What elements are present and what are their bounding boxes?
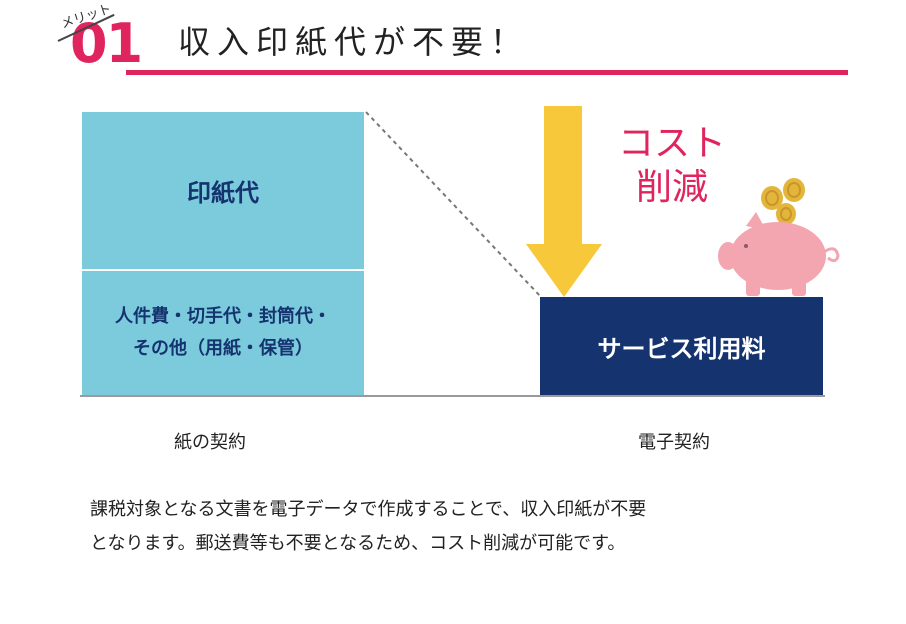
diagram-baseline xyxy=(80,395,825,397)
description-line2: となります。郵送費等も不要となるため、コスト削減が可能です。 xyxy=(90,533,626,554)
paper-block-divider xyxy=(82,269,364,271)
electronic-contract-label: 電子契約 xyxy=(638,432,710,453)
service-fee-label: サービス利用料 xyxy=(597,334,766,363)
down-arrow-icon xyxy=(526,106,602,297)
paper-other-costs-block: 人件費・切手代・封筒代・ その他（用紙・保管） xyxy=(82,271,364,395)
dotted-connector xyxy=(365,111,543,299)
merit-number: 01 xyxy=(70,12,143,75)
piggy-bank-icon xyxy=(718,178,840,296)
paper-other-costs-line2: その他（用紙・保管） xyxy=(133,338,313,359)
coin-icon xyxy=(783,178,805,202)
cost-reduction-line1: コスト xyxy=(617,123,726,164)
cost-reduction-text: コスト 削減 xyxy=(612,122,732,210)
coin-icon xyxy=(761,186,783,210)
paper-stamp-fee-label: 印紙代 xyxy=(187,179,259,207)
paper-stamp-fee-block: 印紙代 xyxy=(82,112,364,269)
coin-icon xyxy=(776,203,796,225)
paper-contract-label: 紙の契約 xyxy=(174,432,246,453)
description-text: 課税対象となる文書を電子データで作成することで、収入印紙が不要 となります。郵送… xyxy=(90,493,850,561)
page-title: 収入印紙代が不要！ xyxy=(178,23,530,61)
paper-other-costs-line1: 人件費・切手代・封筒代・ xyxy=(115,306,331,327)
description-line1: 課税対象となる文書を電子データで作成することで、収入印紙が不要 xyxy=(90,499,647,520)
cost-reduction-line2: 削減 xyxy=(635,167,708,208)
service-fee-block: サービス利用料 xyxy=(540,297,823,395)
title-underline xyxy=(126,70,848,75)
